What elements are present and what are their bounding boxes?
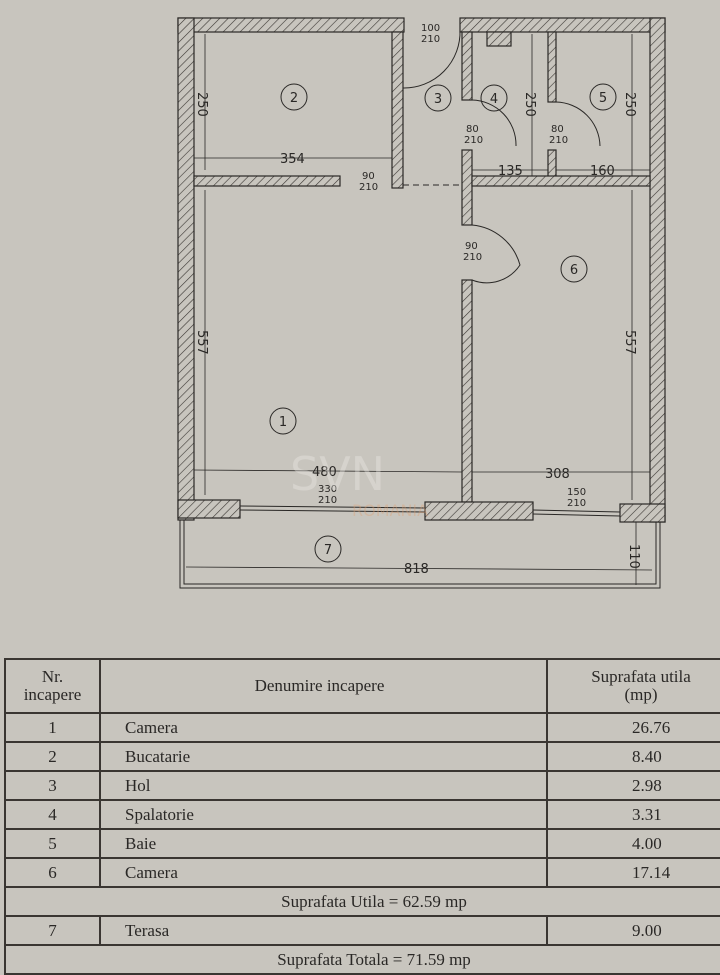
cell-name: Hol <box>99 770 548 801</box>
window-room6-width: 150 <box>567 487 586 498</box>
door-kitchen-width: 90 <box>362 171 375 182</box>
dim-terrace-depth: 110 <box>626 544 641 569</box>
header-name: Denumire incapere <box>99 658 548 714</box>
room-number-7: 7 <box>324 543 332 558</box>
cell-area: 3.31 <box>546 799 720 830</box>
header-nr: Nr.incapere <box>4 658 101 714</box>
cell-name: Camera <box>99 857 548 888</box>
door-laundry-width: 80 <box>466 124 479 135</box>
room-markers <box>269 83 617 563</box>
watermark-logo: SVN ROMANIA <box>290 447 428 520</box>
dim-r2-width: 354 <box>280 152 305 167</box>
window-room6-height: 210 <box>567 498 586 509</box>
door-bedroom-height: 210 <box>463 252 482 263</box>
dim-r2-height: 250 <box>194 92 209 117</box>
cell-nr: 2 <box>4 741 101 772</box>
header-nr-line1: Nr. <box>41 667 64 686</box>
dim-r4-height: 250 <box>522 92 537 117</box>
door-bedroom-width: 90 <box>465 241 478 252</box>
header-area-line1: Suprafata utila <box>591 667 691 686</box>
window-room1-width: 330 <box>318 484 337 495</box>
dim-r4-width: 135 <box>498 164 523 179</box>
header-area-line2: (mp) <box>624 685 658 704</box>
cell-nr: 6 <box>4 857 101 888</box>
cell-area: 17.14 <box>546 857 720 888</box>
door-bath-height: 210 <box>549 135 568 146</box>
header-area: Suprafata utila(mp) <box>546 658 720 714</box>
windows <box>179 505 661 589</box>
useful-total-row: Suprafata Utila = 62.59 mp <box>4 886 720 917</box>
door-bath-width: 80 <box>551 124 564 135</box>
dim-r5-width: 160 <box>590 164 615 179</box>
cell-area: 4.00 <box>546 828 720 859</box>
dim-r6-height: 557 <box>622 330 637 355</box>
floor-plan: 1 2 3 4 5 6 7 250 354 557 480 250 250 13… <box>177 17 666 589</box>
door-entry-width: 100 <box>421 23 440 34</box>
door-labels: 100 210 90 210 80 210 80 210 90 210 330 … <box>318 23 586 509</box>
cell-name: Terasa <box>99 915 548 946</box>
cell-nr: 7 <box>4 915 101 946</box>
header-nr-line2: incapere <box>23 685 82 704</box>
cell-nr: 3 <box>4 770 101 801</box>
cell-name: Spalatorie <box>99 799 548 830</box>
cell-area: 2.98 <box>546 770 720 801</box>
cell-name: Baie <box>99 828 548 859</box>
room-number-2: 2 <box>290 91 298 106</box>
cell-nr: 1 <box>4 712 101 743</box>
door-laundry-height: 210 <box>464 135 483 146</box>
cell-area: 26.76 <box>546 712 720 743</box>
walls <box>177 17 666 523</box>
cell-nr: 4 <box>4 799 101 830</box>
room-number-3: 3 <box>434 92 442 107</box>
rooms-table: Nr.incapere Denumire incapere Suprafata … <box>4 658 720 975</box>
cell-area: 9.00 <box>546 915 720 946</box>
room-number-1: 1 <box>279 415 287 430</box>
door-entry-height: 210 <box>421 34 440 45</box>
watermark-brand: SVN <box>290 447 385 501</box>
door-swings <box>402 29 601 284</box>
window-room1-height: 210 <box>318 495 337 506</box>
useful-total: Suprafata Utila = 62.59 mp <box>4 886 720 917</box>
cell-nr: 5 <box>4 828 101 859</box>
room-number-4: 4 <box>490 92 498 107</box>
dim-r1-width: 480 <box>312 465 337 480</box>
dim-r6-width: 308 <box>545 467 570 482</box>
door-kitchen-height: 210 <box>359 182 378 193</box>
table-header-row: Nr.incapere Denumire incapere Suprafata … <box>4 658 720 714</box>
watermark-sub: ROMANIA <box>352 501 428 520</box>
cell-name: Camera <box>99 712 548 743</box>
dim-r5-height: 250 <box>622 92 637 117</box>
dimension-lines <box>185 34 653 585</box>
cell-area: 8.40 <box>546 741 720 772</box>
dim-terrace-width: 818 <box>404 562 429 577</box>
room-number-6: 6 <box>570 263 578 278</box>
dim-r1-height: 557 <box>194 330 209 355</box>
room-number-5: 5 <box>599 91 607 106</box>
cell-name: Bucatarie <box>99 741 548 772</box>
